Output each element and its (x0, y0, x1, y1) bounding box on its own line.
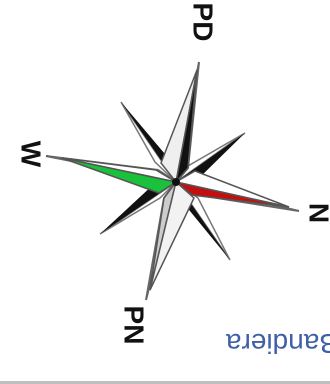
label-pd: PD (188, 3, 219, 42)
compass-center (172, 178, 180, 186)
caption-text: Bandiera (228, 318, 330, 368)
label-pn: PN (119, 306, 150, 345)
label-w: W (16, 141, 47, 168)
label-n: N (304, 203, 330, 223)
